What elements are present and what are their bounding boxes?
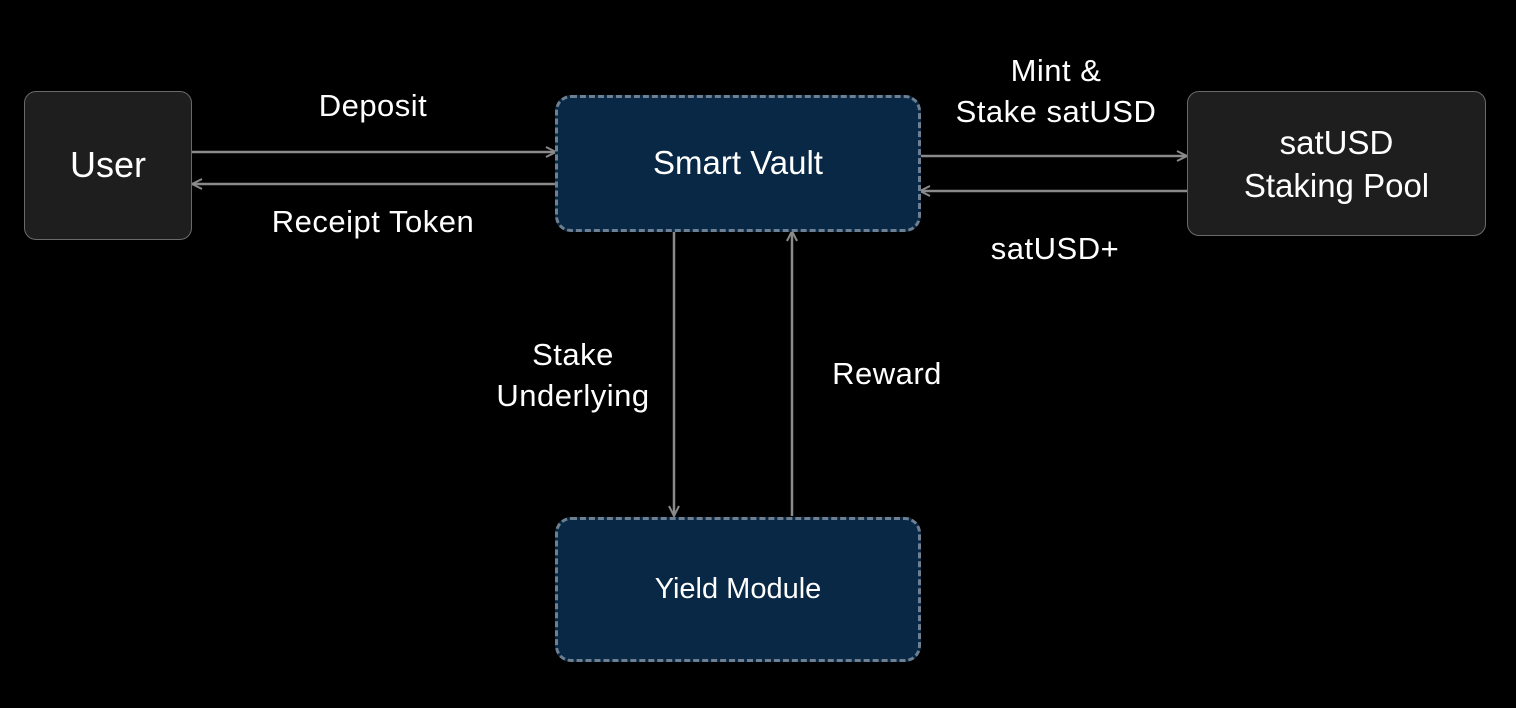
edge-label-mint-stake: Mint & Stake satUSD bbox=[955, 53, 1157, 129]
edge-label-satusd-plus: satUSD+ bbox=[990, 231, 1120, 266]
node-staking-pool-label: satUSD Staking Pool bbox=[1243, 123, 1430, 204]
edge-label-receipt-token: Receipt Token bbox=[271, 204, 475, 239]
node-yield-module: Yield Module bbox=[555, 517, 921, 662]
edge-label-deposit: Deposit bbox=[318, 88, 428, 123]
edge-label-stake-underlying: Stake Underlying bbox=[496, 337, 650, 413]
node-user-label: User bbox=[69, 144, 146, 186]
edge-label-reward: Reward bbox=[832, 356, 942, 391]
node-smart-vault: Smart Vault bbox=[555, 95, 921, 232]
node-yield-module-label: Yield Module bbox=[654, 572, 822, 605]
node-staking-pool: satUSD Staking Pool bbox=[1187, 91, 1486, 236]
node-smart-vault-label: Smart Vault bbox=[653, 144, 823, 182]
node-user: User bbox=[24, 91, 192, 240]
